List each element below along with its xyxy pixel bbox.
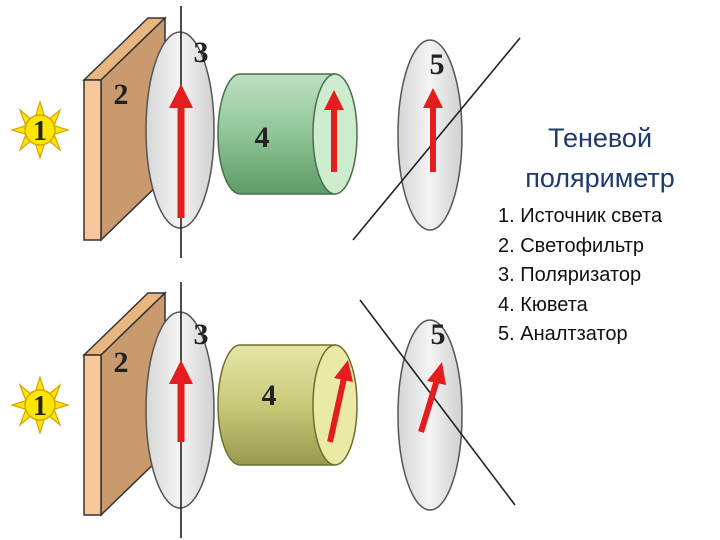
analyzer-axis-line [359, 299, 516, 506]
legend-item: 2. Светофильтр [498, 234, 645, 257]
cuvette-label: 4 [262, 379, 277, 412]
source-label: 1 [33, 116, 47, 147]
polarizer-label: 3 [194, 318, 209, 351]
cuvette-bottom: 4 [217, 344, 358, 466]
light-filter-bottom: 2 [82, 291, 167, 517]
bottom-setup: 1 2 3 4 [9, 282, 516, 538]
cuvette-label: 4 [255, 121, 270, 154]
legend-item: 4. Кювета [498, 293, 588, 316]
light-source-bottom: 1 [9, 374, 71, 436]
title-line-2: поляриметр [525, 163, 675, 193]
polarizer-top: 3 [145, 6, 215, 258]
legend-item: 5. Аналтзатор [498, 323, 628, 345]
polarizer-label: 3 [194, 36, 209, 69]
analyzer-top: 5 [352, 37, 521, 241]
sun-icon [9, 374, 71, 436]
filter-label: 2 [114, 78, 129, 111]
light-filter-top: 2 [82, 16, 167, 242]
cuvette-arrow [327, 377, 347, 443]
light-source-top: 1 [9, 99, 71, 161]
legend-item: 3. Поляризатор [498, 264, 642, 286]
legend-list: 1. Источник света 2. Светофильтр 3. Поля… [498, 202, 662, 350]
top-setup: 1 2 3 4 [9, 6, 521, 258]
analyzer-axis-line [352, 37, 521, 241]
analyzer-arrow [418, 379, 440, 433]
cuvette-top: 4 [217, 73, 358, 195]
source-label: 1 [33, 391, 47, 422]
polarizer-bottom: 3 [145, 282, 215, 538]
filter-label: 2 [114, 346, 129, 379]
diagram-title: Теневой поляриметр [495, 118, 705, 198]
legend-item: 1. Источник света [498, 205, 663, 227]
analyzer-label: 5 [431, 318, 446, 351]
analyzer-bottom: 5 [359, 299, 516, 511]
sun-icon [9, 99, 71, 161]
analyzer-label: 5 [430, 48, 445, 81]
title-line-1: Теневой [547, 123, 653, 153]
